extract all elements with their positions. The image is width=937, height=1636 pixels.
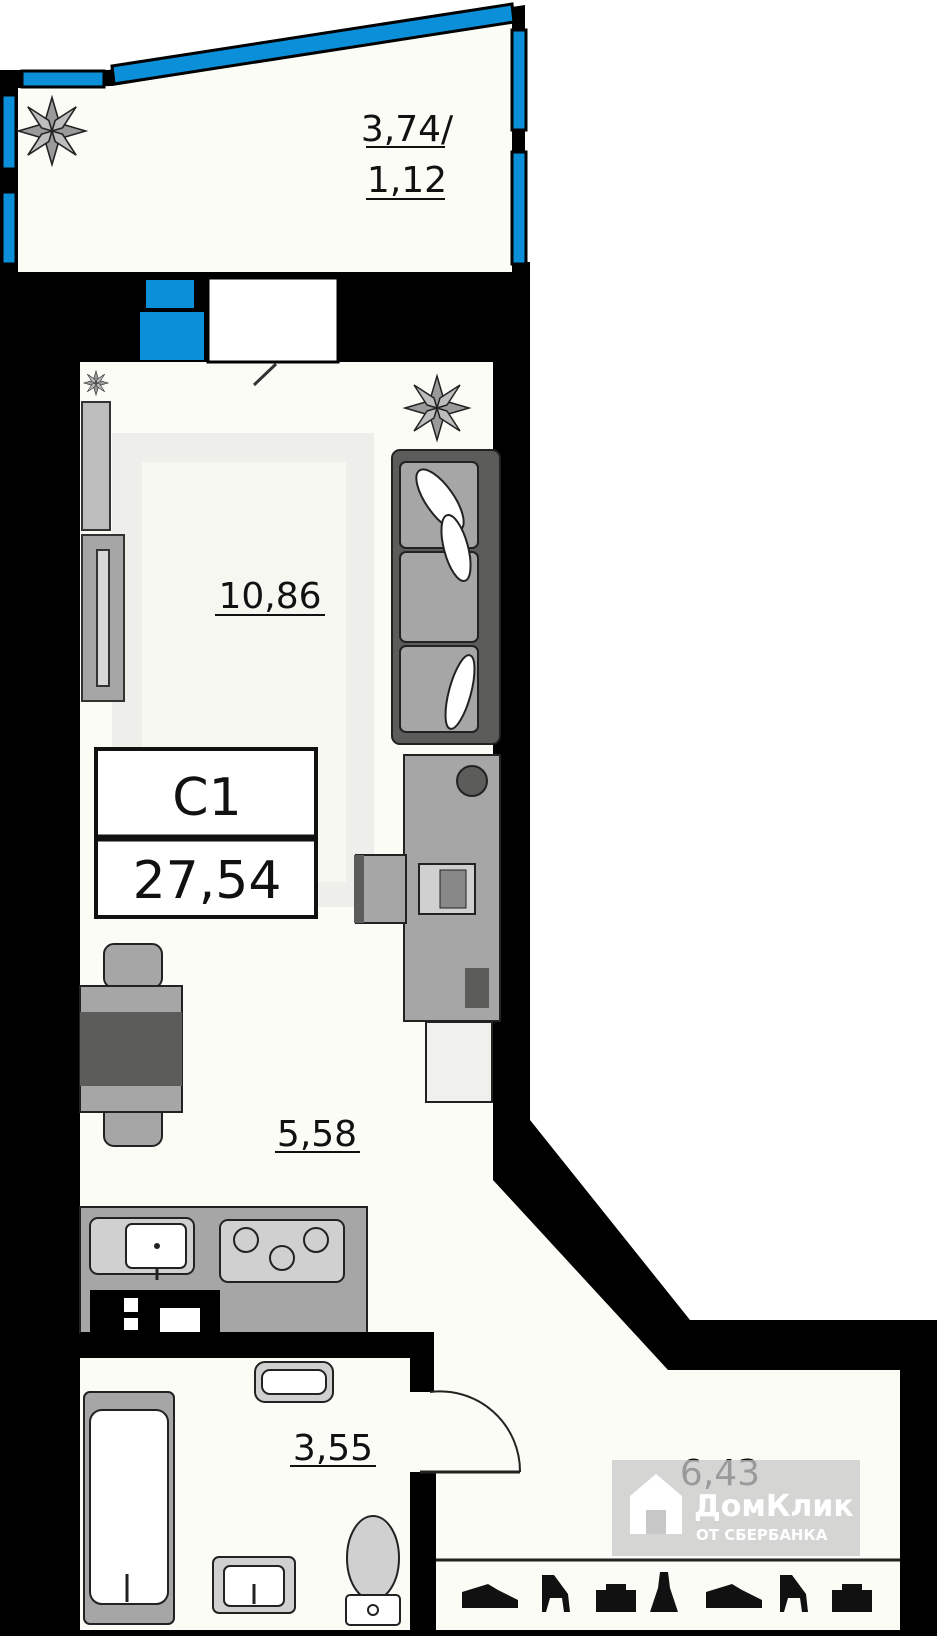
wardrobe bbox=[81, 401, 125, 702]
watermark: ДомКлик ОТ СБЕРБАНКА bbox=[612, 1460, 860, 1556]
apartment-type: С1 bbox=[172, 768, 241, 828]
suitcase-icon bbox=[832, 1584, 872, 1612]
total-area: 27,54 bbox=[133, 851, 282, 911]
heel-icon bbox=[542, 1575, 570, 1612]
living-area: 10,86 bbox=[218, 576, 321, 617]
suitcase-icon bbox=[596, 1584, 636, 1612]
dress-icon bbox=[650, 1572, 678, 1612]
desk bbox=[354, 754, 501, 1103]
bath-area: 3,55 bbox=[293, 1428, 373, 1469]
plant-icon bbox=[83, 370, 109, 396]
plant-icon bbox=[17, 96, 87, 166]
heel-icon bbox=[780, 1575, 808, 1612]
bathroom-fixtures bbox=[83, 1361, 401, 1626]
house-logo-icon bbox=[630, 1474, 682, 1534]
balcony bbox=[0, 2, 528, 275]
balcony-area-top: 3,74/ bbox=[361, 109, 454, 150]
plant-icon bbox=[404, 375, 470, 441]
sneaker-icon bbox=[462, 1584, 518, 1608]
kitchen-area: 5,58 bbox=[277, 1114, 357, 1155]
shoe-rack bbox=[462, 1572, 872, 1612]
watermark-subtitle: ОТ СБЕРБАНКА bbox=[696, 1526, 828, 1544]
bathroom-walls bbox=[80, 1332, 522, 1636]
sneaker-icon bbox=[706, 1584, 762, 1608]
kitchen-counter bbox=[79, 1206, 368, 1334]
sofa bbox=[391, 449, 501, 745]
room-labels: 3,74/ 1,12 10,86 5,58 3,55 6,43 bbox=[215, 109, 760, 1494]
dining-table bbox=[79, 943, 183, 1147]
balcony-door bbox=[138, 276, 340, 387]
balcony-area-bottom: 1,12 bbox=[367, 160, 447, 201]
watermark-brand: ДомКлик bbox=[694, 1489, 854, 1524]
apartment-info-box: С1 27,54 bbox=[94, 747, 318, 919]
